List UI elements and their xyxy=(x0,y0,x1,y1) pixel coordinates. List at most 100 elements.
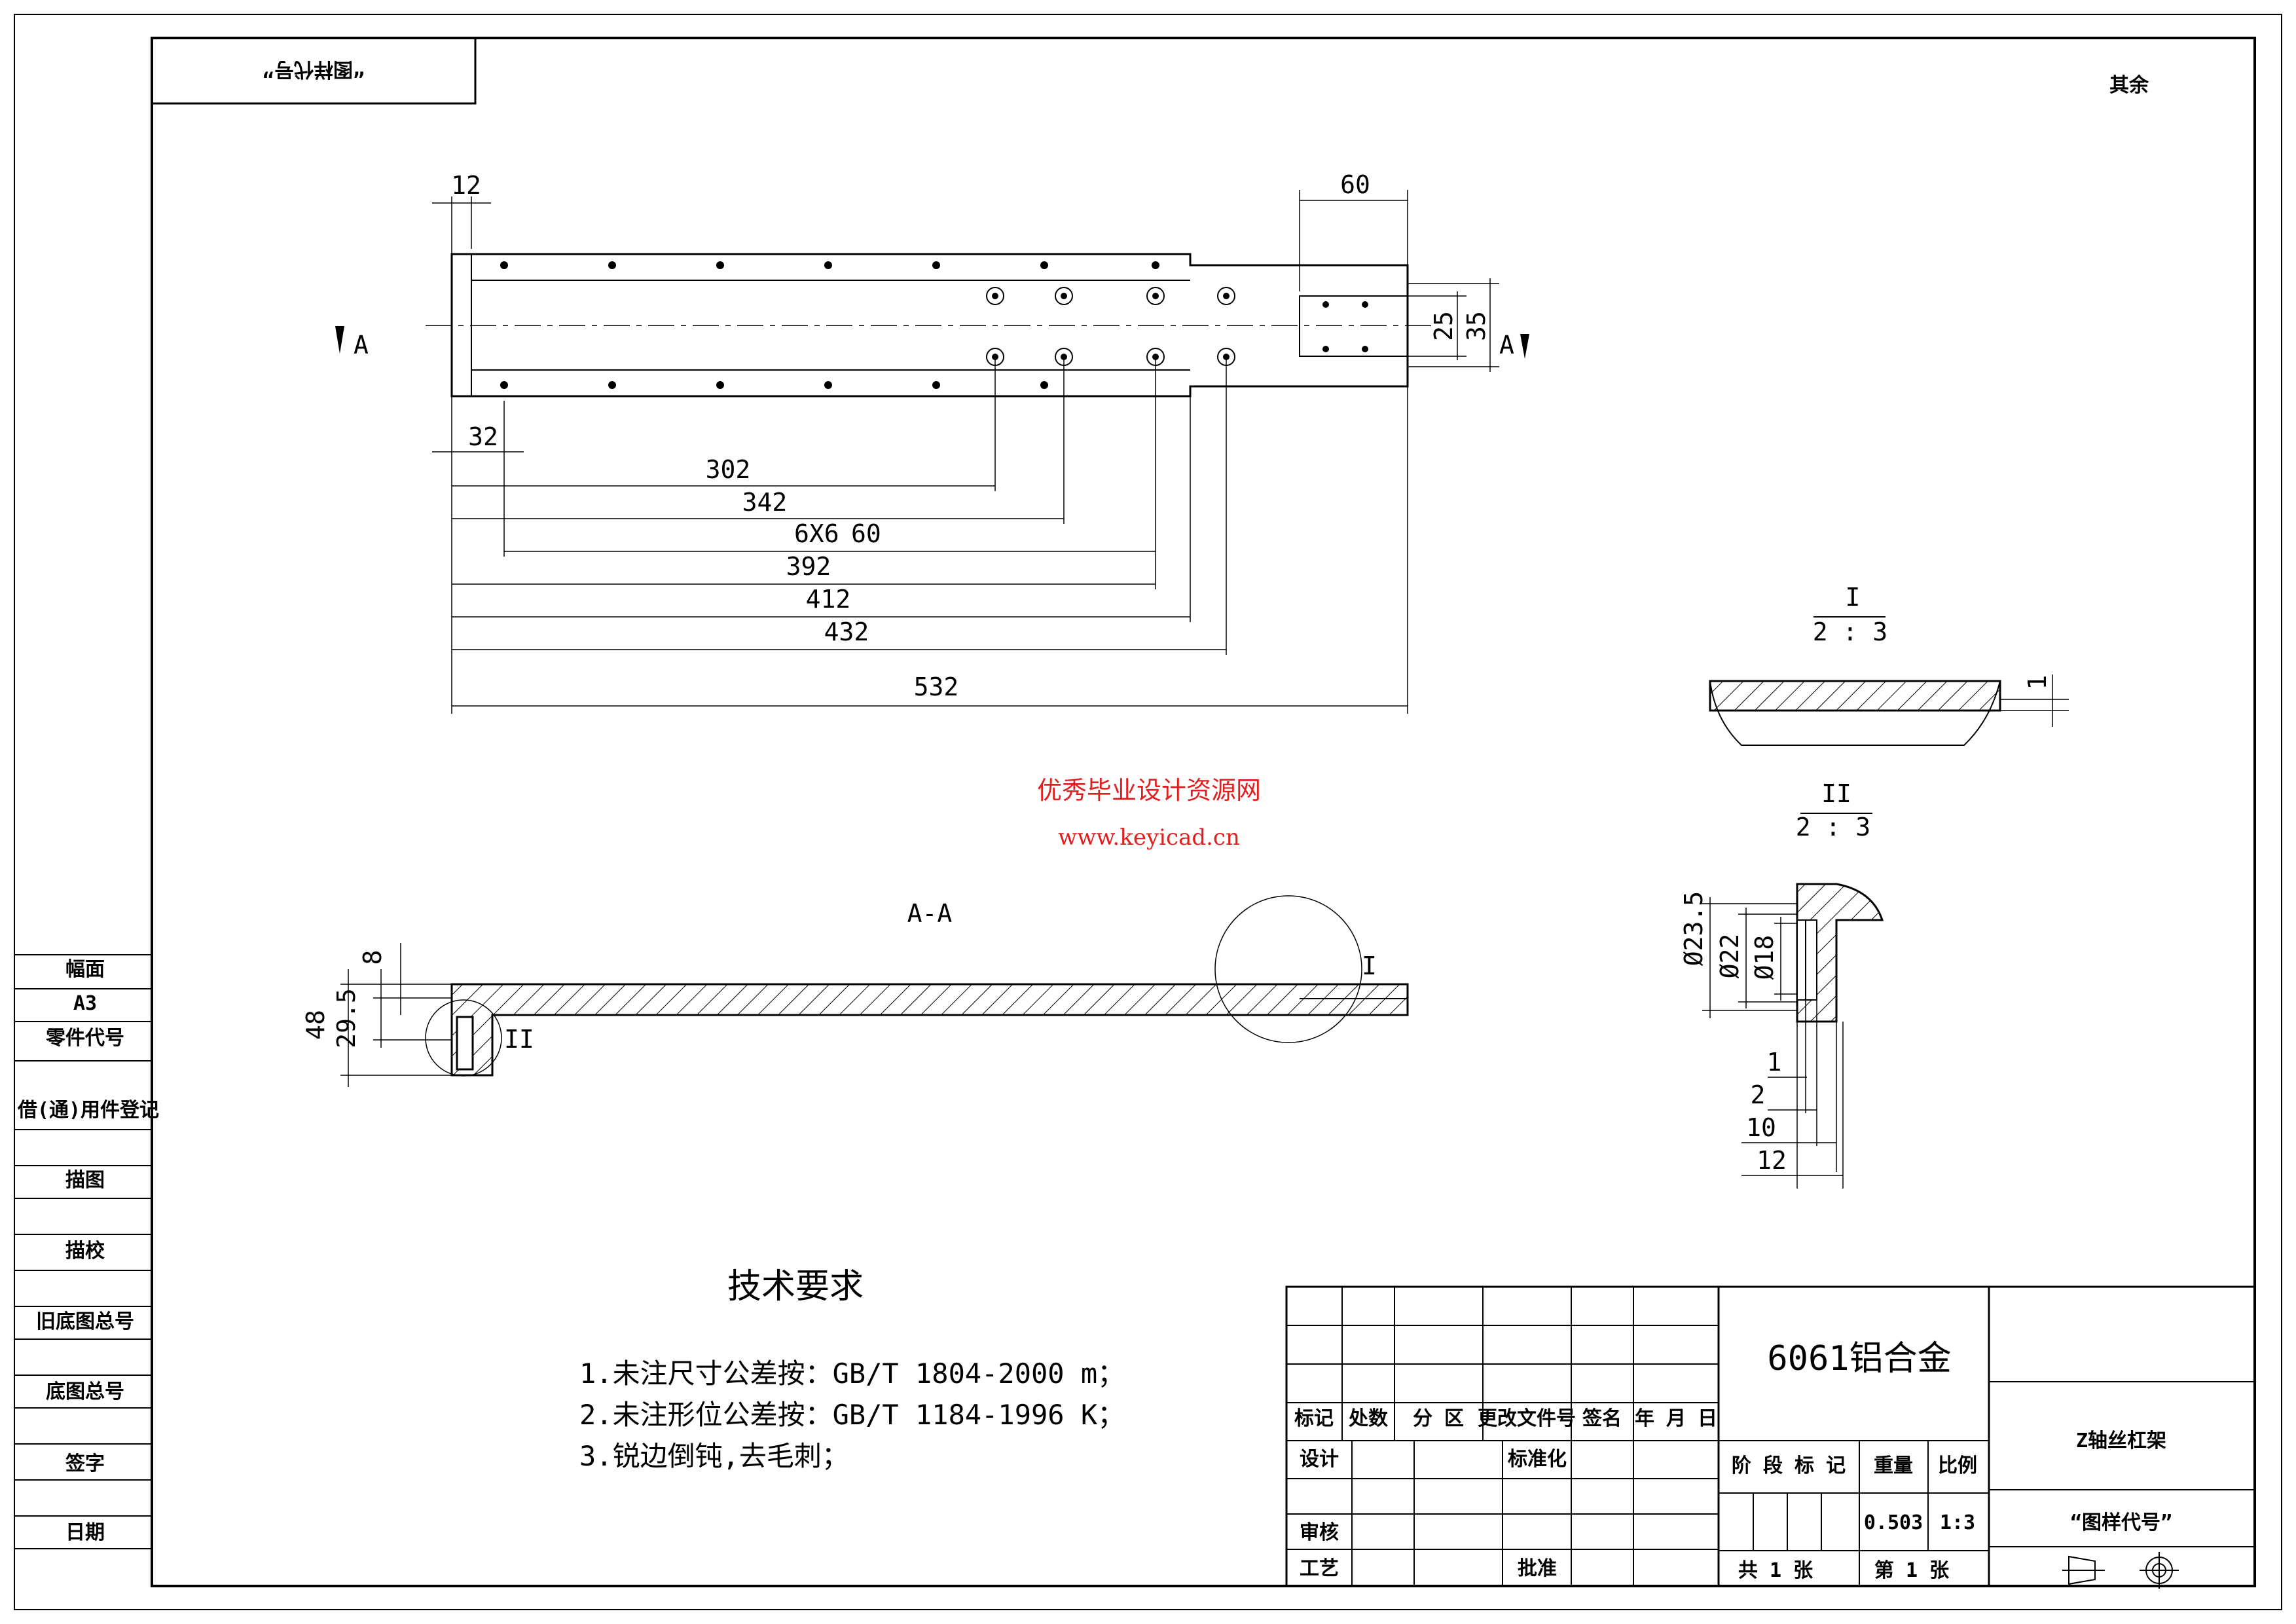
weight-value: 0.503 xyxy=(1864,1511,1923,1534)
strip-borrowed: 借(通)用件登记 xyxy=(17,1099,159,1122)
slot-rect xyxy=(1299,295,1408,357)
material: 6061铝合金 xyxy=(1767,1339,1951,1378)
small-hole xyxy=(932,381,940,389)
watermark-line2: www.keyicad.cn xyxy=(1058,824,1240,851)
counterbore-holes xyxy=(986,287,1235,366)
top-dimension-texts: 12 60 25 35 32 302 342 6X6 60 392 412 43… xyxy=(451,170,1491,701)
dim-392: 392 xyxy=(786,552,831,581)
dim-29-5: 29.5 xyxy=(332,988,361,1048)
label-weight: 重量 xyxy=(1874,1454,1913,1477)
corner-tag: “图样代号” xyxy=(151,37,477,105)
outer-border xyxy=(14,14,2282,1610)
strip-format: 幅面 xyxy=(65,958,105,981)
detail-I-label: I xyxy=(1846,583,1861,612)
strip-trace-check: 描校 xyxy=(65,1240,105,1263)
projection-symbol-icon xyxy=(2062,1552,2179,1589)
rev-date: 年 月 日 xyxy=(1635,1407,1717,1430)
rev-zone: 分 区 xyxy=(1413,1407,1464,1430)
slot-hole xyxy=(1362,346,1368,352)
dim-342: 342 xyxy=(742,488,788,517)
label-design: 设计 xyxy=(1300,1448,1339,1471)
detail-tag-I: I xyxy=(1362,951,1377,980)
dim-532: 532 xyxy=(914,673,959,701)
label-standard: 标准化 xyxy=(1508,1448,1567,1471)
small-hole xyxy=(824,381,832,389)
detail-II-dim-1: 1 xyxy=(1767,1048,1782,1077)
tech-line-2: 2.未注形位公差按：GB/T 1184-1996 K； xyxy=(579,1399,1125,1431)
dim-12: 12 xyxy=(451,171,481,200)
label-stage: 阶 段 标 记 xyxy=(1732,1454,1846,1477)
counterbore-hole xyxy=(986,287,1004,305)
section-mark-left: A xyxy=(354,331,369,360)
detail-II: II 2 : 3 Ø23.5 Ø22 Ø18 1 xyxy=(1679,779,1884,1189)
corner-tag-text: “图样代号” xyxy=(263,58,365,81)
detail-II-dim-2: 2 xyxy=(1751,1080,1766,1109)
section-marks: A A A-A xyxy=(335,326,1529,928)
strip-format-value: A3 xyxy=(73,992,97,1015)
counterbore-hole xyxy=(1146,287,1165,305)
left-strip: 幅面 A3 零件代号 借(通)用件登记 描图 描校 旧底图总号 底图总号 签字 … xyxy=(14,954,159,1549)
dim-412: 412 xyxy=(806,585,851,614)
strip-part-code: 零件代号 xyxy=(46,1027,124,1050)
dim-432: 432 xyxy=(824,618,869,646)
section-mark-right: A xyxy=(1499,331,1514,360)
strip-trace: 描图 xyxy=(65,1169,105,1192)
dim-8: 8 xyxy=(358,950,387,965)
detail-circle-II xyxy=(425,999,502,1077)
label-approve: 批准 xyxy=(1518,1557,1557,1580)
small-hole xyxy=(1040,261,1048,269)
sheet-number: 第 1 张 xyxy=(1874,1559,1949,1582)
slot-hole xyxy=(1322,301,1329,308)
section-dimensions xyxy=(340,943,452,1087)
small-hole xyxy=(824,261,832,269)
detail-II-scale: 2 : 3 xyxy=(1796,813,1870,841)
dim-60: 60 xyxy=(1340,170,1370,199)
counterbore-hole xyxy=(1055,287,1073,305)
counterbore-hole xyxy=(1217,287,1235,305)
detail-II-dia-18: Ø18 xyxy=(1750,935,1779,980)
rev-document: 更改文件号 xyxy=(1478,1407,1576,1430)
drawing-number: “图样代号” xyxy=(2070,1511,2172,1534)
small-hole xyxy=(1040,381,1048,389)
rev-count: 处数 xyxy=(1348,1407,1389,1430)
dim-25: 25 xyxy=(1429,311,1458,341)
roughness-note: 其余 xyxy=(2109,74,2149,97)
section-title: A-A xyxy=(907,899,953,928)
rev-signature: 签名 xyxy=(1582,1407,1622,1430)
top-dimensions xyxy=(432,190,1499,714)
detail-circle-I xyxy=(1214,895,1362,1043)
detail-I-dim-1: 1 xyxy=(2023,675,2052,690)
dim-hole-count: 6X6 xyxy=(794,519,839,548)
detail-I: I 2 : 3 1 xyxy=(1709,583,2069,746)
label-scale: 比例 xyxy=(1938,1454,1977,1477)
technical-requirements: 技术要求 1.未注尺寸公差按：GB/T 1804-2000 m； 2.未注形位公… xyxy=(579,1267,1125,1472)
label-check: 审核 xyxy=(1300,1521,1339,1544)
strip-old-base: 旧底图总号 xyxy=(36,1310,134,1333)
tech-title: 技术要求 xyxy=(727,1267,864,1306)
strip-signature: 签字 xyxy=(65,1452,105,1475)
total-sheets: 共 1 张 xyxy=(1738,1559,1813,1582)
top-view xyxy=(426,253,1434,397)
detail-II-label: II xyxy=(1821,779,1851,808)
rev-mark: 标记 xyxy=(1294,1407,1334,1430)
scale-value: 1:3 xyxy=(1940,1511,1975,1534)
part-name: Z轴丝杠架 xyxy=(2076,1430,2166,1452)
small-hole xyxy=(1152,261,1159,269)
small-hole xyxy=(500,381,508,389)
detail-II-dim-12: 12 xyxy=(1757,1146,1787,1175)
small-hole xyxy=(500,261,508,269)
dim-48: 48 xyxy=(301,1010,330,1040)
small-holes xyxy=(500,261,1368,389)
small-hole xyxy=(608,261,616,269)
drawing-frame xyxy=(151,37,2256,1587)
dim-hole-pitch: 60 xyxy=(851,519,881,548)
dim-302: 302 xyxy=(706,455,751,484)
tech-line-3: 3.锐边倒钝,去毛刺； xyxy=(579,1440,849,1472)
strip-base: 底图总号 xyxy=(46,1380,124,1403)
detail-II-dia-23-5: Ø23.5 xyxy=(1679,891,1708,966)
detail-tag-II: II xyxy=(504,1025,534,1054)
detail-I-scale: 2 : 3 xyxy=(1813,618,1887,646)
small-hole xyxy=(716,261,724,269)
dim-32: 32 xyxy=(468,422,498,451)
detail-II-dim-10: 10 xyxy=(1746,1113,1776,1142)
